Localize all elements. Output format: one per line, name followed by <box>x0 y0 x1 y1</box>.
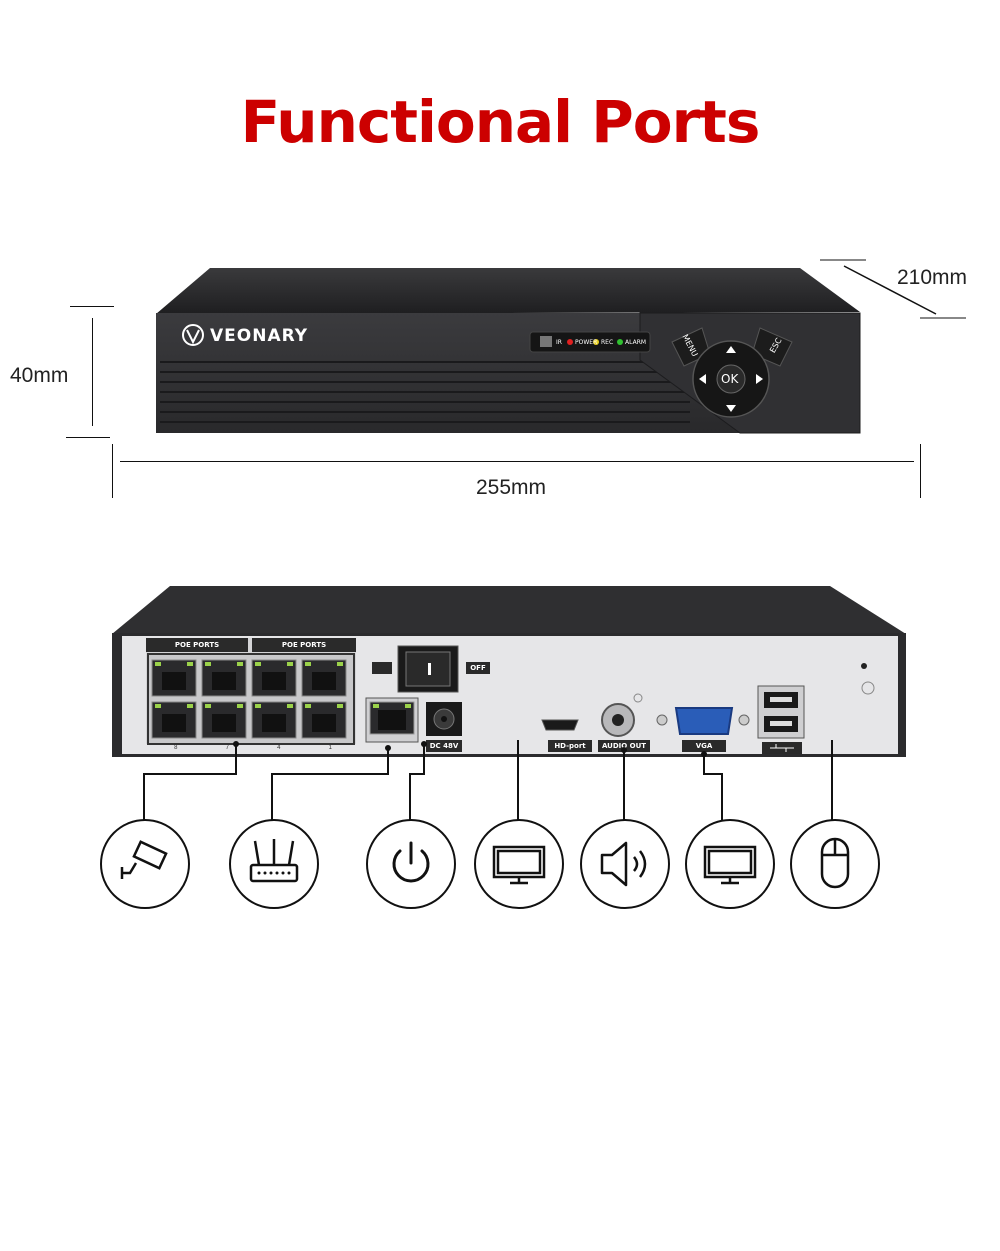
brand-logo-text: VEONARY <box>210 326 309 346</box>
indicator-rec: REC <box>601 339 614 346</box>
width-dim-left-tick <box>112 444 113 498</box>
indicator-alarm: ALARM <box>625 339 647 346</box>
speaker-icon <box>580 819 670 909</box>
poe-ports-label-right: POE PORTS <box>281 641 327 649</box>
width-dim-right-tick <box>920 444 921 498</box>
switch-on-label: ON <box>376 1243 388 1251</box>
nvr-front-chassis <box>156 268 861 434</box>
router-icon <box>229 819 319 909</box>
height-dim-line <box>92 318 93 426</box>
page-title: Functional Ports <box>240 88 761 156</box>
vga-label: VGA <box>695 742 713 750</box>
width-dim-line <box>120 461 914 462</box>
front-view: VEONARY IR POWER REC ALARM MENU ESC OK <box>0 250 1000 510</box>
monitor-icon <box>685 819 775 909</box>
port-number: 1 <box>328 745 332 751</box>
ok-button[interactable]: OK <box>721 372 739 386</box>
width-dim-label: 255mm <box>476 476 547 499</box>
depth-dim-label: 210mm <box>897 266 968 289</box>
power-icon <box>366 819 456 909</box>
poe-ports-label-left: POE PORTS <box>174 641 220 649</box>
height-dim-bottom-tick <box>66 437 110 438</box>
audio-out-label: AUDIO OUT <box>601 742 647 750</box>
port-number: 4 <box>277 745 281 751</box>
indicator-ir: IR <box>556 339 562 346</box>
depth-dim-lines <box>820 259 966 319</box>
mouse-icon <box>790 819 880 909</box>
hdmi-label: HD-port <box>554 742 586 750</box>
height-dim-top-tick <box>70 306 114 307</box>
rear-view: POE PORTS POE PORTS ON OFF DC 48V HD-por… <box>0 580 1000 1251</box>
connector-lines <box>143 740 833 826</box>
monitor-icon <box>474 819 564 909</box>
indicator-power: POWER <box>575 339 598 346</box>
port-number: 7 <box>225 745 229 751</box>
nvr-rear-chassis <box>112 586 906 757</box>
poe-port-numbers: 8 7 4 1 <box>150 745 356 751</box>
port-number: 8 <box>174 745 178 751</box>
cctv-camera-icon <box>100 819 190 909</box>
dc-jack-label: DC 48V <box>429 742 459 750</box>
switch-off-label: OFF <box>470 664 486 672</box>
height-dim-label: 40mm <box>10 364 69 387</box>
